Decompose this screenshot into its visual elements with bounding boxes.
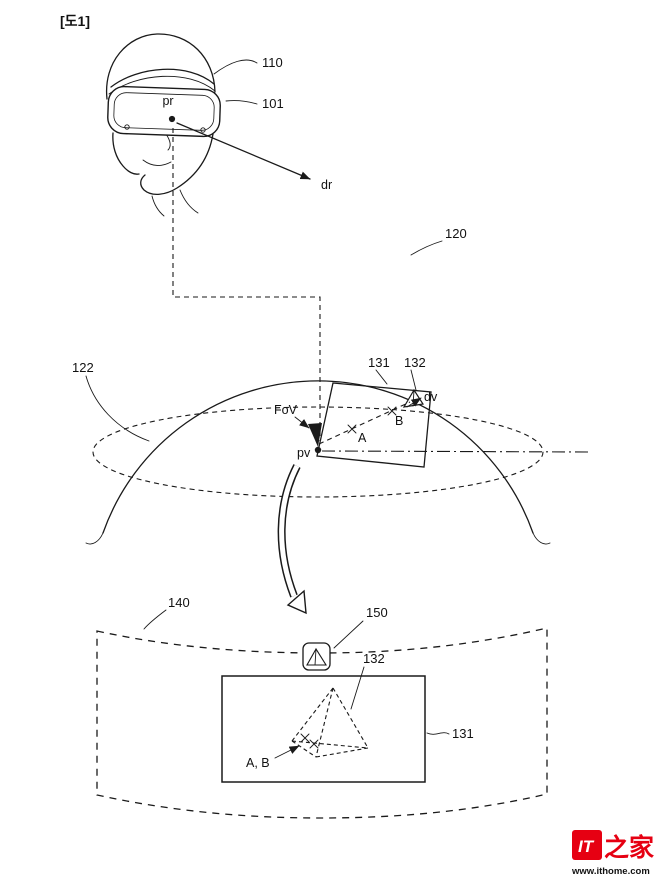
fov-wedge	[308, 423, 322, 447]
ref-131-top: 131	[368, 355, 390, 370]
watermark: IT 之家 www.ithome.com	[571, 830, 654, 877]
leader-110	[213, 59, 258, 75]
transfer-arrow-fill	[279, 464, 300, 597]
app-icon-pyramid-edge	[314, 648, 317, 666]
cheek-outline	[112, 132, 140, 175]
hmd-faceplate	[113, 92, 215, 131]
object-window[interactable]	[221, 675, 426, 783]
sphere-break-left	[85, 532, 104, 545]
gaze-direction-arrow	[176, 122, 311, 180]
ithome-logo-it: IT	[578, 837, 595, 856]
sphere-scene: 120 122 131 132 dv A B FoV pv	[72, 226, 589, 545]
gaze-projection-dashed	[172, 128, 321, 441]
points-label: A, B	[246, 756, 270, 770]
points-arrow	[274, 745, 300, 759]
gaze-origin-label: pr	[162, 94, 173, 108]
point-b-cross	[387, 406, 397, 416]
ref-140: 140	[168, 595, 190, 610]
ithome-url: www.ithome.com	[571, 866, 650, 877]
projected-point-cross-1	[300, 733, 310, 743]
ref-150: 150	[366, 605, 388, 620]
leader-120	[410, 240, 443, 256]
object-direction-label: dv	[424, 390, 438, 404]
ref-122: 122	[72, 360, 94, 375]
ref-132-bottom: 132	[363, 651, 385, 666]
ref-120: 120	[445, 226, 467, 241]
head-outline	[105, 33, 216, 100]
screen-scene: 140 150 131 132 A, B	[96, 595, 548, 819]
pyramid-dashed	[291, 687, 369, 758]
leader-140	[143, 609, 167, 630]
gaze-origin-point	[168, 115, 176, 123]
figure-tag: [도1]	[60, 13, 90, 29]
ref-110: 110	[262, 55, 283, 70]
app-icon-pyramid	[306, 647, 327, 666]
app-icon[interactable]	[302, 642, 331, 671]
hmd-lens-right	[200, 127, 206, 133]
sphere-outline	[102, 380, 534, 534]
neck-line-right	[179, 189, 199, 214]
sphere-break-right	[532, 532, 551, 545]
sight-line-dashed	[318, 401, 411, 445]
view-plane	[316, 382, 432, 468]
ithome-logo-cjk: 之家	[604, 833, 654, 862]
hmd-lens-left	[124, 124, 130, 130]
leader-122	[85, 375, 150, 442]
ithome-logo-box	[572, 830, 602, 860]
jaw-outline	[140, 133, 214, 195]
leader-131-bottom	[426, 732, 450, 735]
view-point	[314, 446, 322, 454]
neck-line-left	[151, 195, 165, 217]
hmd-device	[107, 85, 221, 138]
headset-strap-top	[110, 68, 215, 88]
object-direction-arrow	[406, 397, 422, 408]
point-a-cross	[347, 424, 357, 434]
ref-132-top: 132	[404, 355, 426, 370]
gaze-direction-label: dr	[321, 178, 332, 192]
nose	[165, 133, 171, 151]
projected-point-cross-2	[309, 739, 319, 749]
point-b-label: B	[395, 414, 403, 428]
transfer-arrow	[277, 464, 307, 615]
leader-101	[225, 100, 258, 105]
mouth	[142, 159, 172, 166]
point-a-label: A	[358, 431, 367, 445]
ref-131-bottom: 131	[452, 726, 474, 741]
view-axis-dashdot	[321, 450, 589, 453]
leader-132-top	[410, 369, 417, 391]
ref-101: 101	[262, 96, 284, 111]
head-scene: pr dr 110 101	[105, 33, 332, 441]
fov-label: FoV	[274, 403, 298, 417]
leader-150	[333, 620, 364, 649]
leader-132-bottom	[350, 666, 365, 710]
view-point-label: pv	[297, 446, 311, 460]
fov-arrow	[294, 416, 310, 429]
sphere-equator	[92, 406, 544, 498]
transfer-arrowhead	[286, 589, 307, 615]
leader-131-top	[375, 369, 388, 385]
